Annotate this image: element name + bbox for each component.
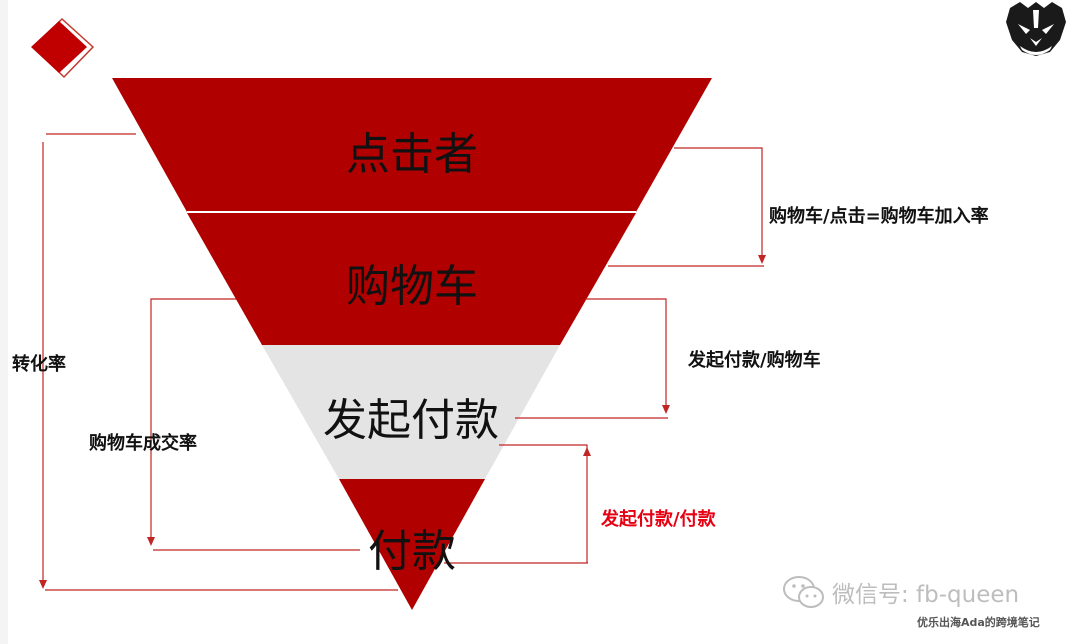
wechat-icon bbox=[783, 576, 824, 608]
bracket-payment-rate bbox=[444, 444, 591, 564]
stage-label-payment: 付款 bbox=[368, 526, 456, 577]
stage-label-cart: 购物车 bbox=[346, 261, 478, 312]
annotation-cart-rate: 购物车/点击=购物车加入率 bbox=[769, 206, 989, 227]
bracket-cart-rate bbox=[608, 147, 766, 267]
annotation-payment-init: 发起付款/购物车 bbox=[688, 350, 821, 371]
footer-note: 优乐出海Ada的跨境笔记 bbox=[917, 616, 1040, 629]
funnel-stage-payment-init bbox=[262, 345, 560, 479]
funnel-stage-clickers bbox=[112, 78, 712, 212]
stage-label-payment-init: 发起付款 bbox=[323, 395, 499, 446]
wechat-watermark: 微信号: fb-queen bbox=[782, 575, 1019, 609]
watermark-text: 微信号: fb-queen bbox=[832, 582, 1020, 608]
annotation-payment-rate: 发起付款/付款 bbox=[601, 509, 716, 530]
bracket-payment-init bbox=[515, 298, 670, 419]
annotation-conversion: 转化率 bbox=[12, 354, 66, 375]
annotation-cart-conversion: 购物车成交率 bbox=[89, 433, 197, 454]
funnel-stage-payment bbox=[339, 479, 485, 610]
bracket-cart-conversion bbox=[147, 298, 360, 551]
stage-label-clickers: 点击者 bbox=[346, 129, 478, 180]
left-edge-strip bbox=[0, 0, 8, 644]
red-diamond-icon bbox=[31, 17, 95, 79]
funnel-stage-cart bbox=[187, 213, 636, 345]
lion-logo-icon bbox=[1006, 2, 1066, 56]
bracket-conversion bbox=[39, 133, 398, 591]
